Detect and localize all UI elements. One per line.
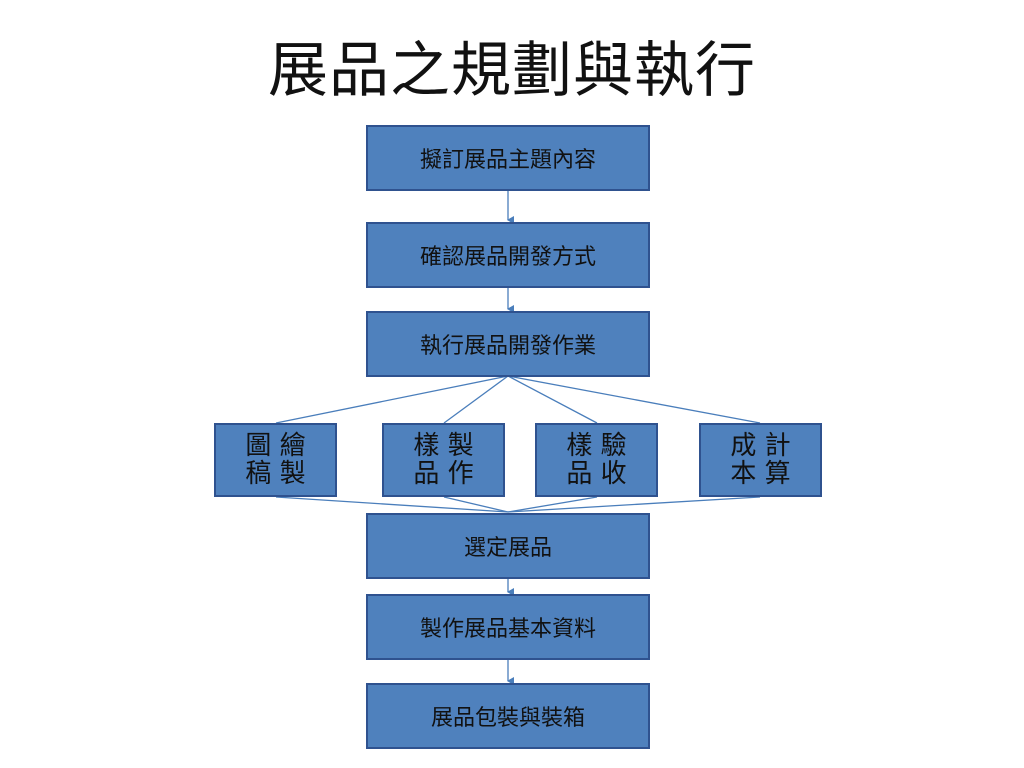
step-select-exhibits: 選定展品	[366, 513, 650, 579]
step-execute-development-label: 執行展品開發作業	[419, 334, 596, 359]
fan-in-b3	[507, 496, 598, 513]
fan-out-b4	[507, 375, 761, 424]
step-define-theme: 擬訂展品主題內容	[366, 125, 650, 191]
branch-sample-making: 樣 製 品 作	[382, 423, 505, 497]
branch-cost-calculation-label: 成 計 本 算	[730, 431, 791, 489]
fan-out-b2	[443, 375, 509, 424]
step-packing: 展品包裝與裝箱	[366, 683, 650, 749]
fan-in-b4	[507, 496, 761, 513]
branch-sample-inspection: 樣 驗 品 收	[535, 423, 658, 497]
step-execute-development: 執行展品開發作業	[366, 311, 650, 377]
branch-cost-calculation: 成 計 本 算	[699, 423, 822, 497]
fan-in-b1	[275, 496, 509, 513]
step-confirm-method-label: 確認展品開發方式	[419, 245, 596, 270]
fan-out-b1	[275, 375, 509, 424]
branch-sample-inspection-label: 樣 驗 品 收	[566, 431, 627, 489]
step-define-theme-label: 擬訂展品主題內容	[419, 148, 596, 173]
fan-in-b2	[443, 496, 509, 513]
step-select-exhibits-label: 選定展品	[463, 536, 552, 561]
step-packing-label: 展品包裝與裝箱	[430, 706, 585, 731]
branch-sample-making-label: 樣 製 品 作	[413, 431, 474, 489]
branch-drawing: 圖 繪 稿 製	[214, 423, 337, 497]
step-confirm-method: 確認展品開發方式	[366, 222, 650, 288]
fan-out-b3	[507, 375, 598, 424]
page-title: 展品之規劃與執行	[268, 36, 756, 106]
branch-drawing-label: 圖 繪 稿 製	[245, 431, 306, 489]
step-basic-data-label: 製作展品基本資料	[419, 617, 596, 642]
step-basic-data: 製作展品基本資料	[366, 594, 650, 660]
